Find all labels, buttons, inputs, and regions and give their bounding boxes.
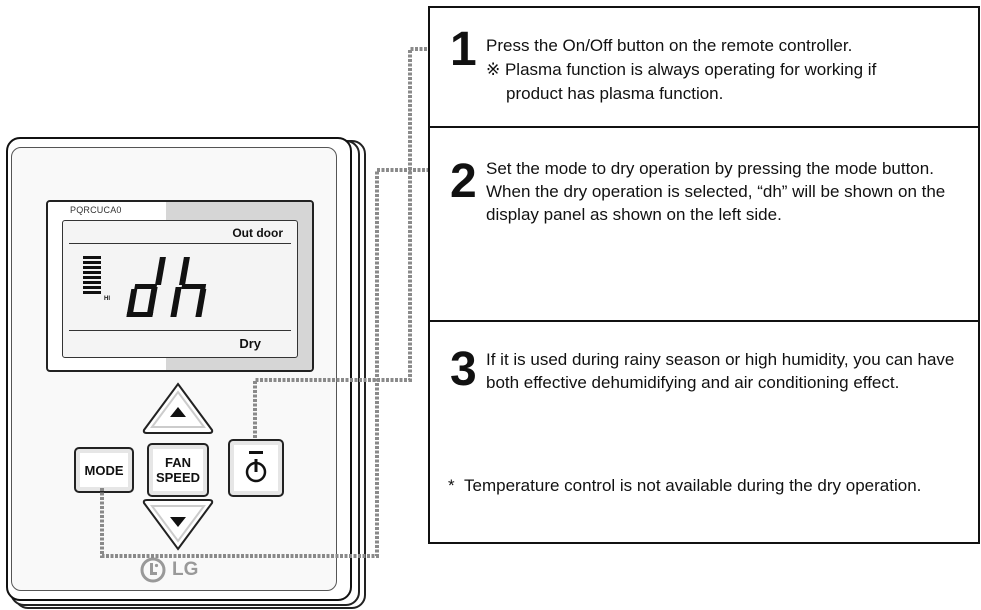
brand-name: LG [172, 559, 199, 580]
step-text: If it is used during rainy season or hig… [486, 350, 955, 392]
mode-display-dh: dh [126, 257, 207, 317]
power-button[interactable] [228, 439, 284, 497]
step-number: 2 [450, 155, 477, 208]
fan-speed-label-2: SPEED [155, 470, 201, 485]
step-2: 2 Set the mode to dry operation by press… [430, 128, 978, 322]
fan-speed-bars [83, 256, 101, 296]
footnote: * Temperature control is not available d… [448, 474, 953, 497]
outdoor-indicator: Out door [232, 226, 283, 240]
mode-button[interactable]: MODE [74, 447, 134, 493]
step-3: 3 If it is used during rainy season or h… [430, 322, 978, 542]
fan-speed-button[interactable]: FAN SPEED [147, 443, 209, 497]
step-text: Set the mode to dry operation by pressin… [486, 159, 946, 224]
fan-level-label: HI [104, 296, 110, 302]
model-label: PQRCUCA0 [70, 205, 122, 215]
down-arrow-button[interactable] [140, 497, 216, 553]
step-note-continued: product has plasma function. [506, 84, 724, 103]
footnote-text: Temperature control is not available dur… [464, 476, 922, 495]
up-arrow-button[interactable] [140, 380, 216, 436]
step-number: 1 [450, 23, 477, 76]
lg-logo-icon [140, 557, 166, 583]
step-note: ※ Plasma function is always operating fo… [486, 60, 877, 79]
step-1: 1 Press the On/Off button on the remote … [430, 8, 978, 128]
power-icon [245, 451, 267, 483]
display-panel: PQRCUCA0 Out door HI dh Dry [46, 200, 314, 372]
instruction-panel: 1 Press the On/Off button on the remote … [428, 6, 980, 544]
step-number: 3 [450, 343, 477, 396]
brand-logo: LG [140, 557, 198, 583]
fan-speed-label-1: FAN [164, 455, 191, 470]
lcd-screen: Out door HI dh Dry [62, 220, 298, 358]
step-text: Press the On/Off button on the remote co… [486, 36, 853, 55]
mode-label: Dry [239, 336, 261, 351]
footnote-bullet: * [448, 476, 455, 495]
